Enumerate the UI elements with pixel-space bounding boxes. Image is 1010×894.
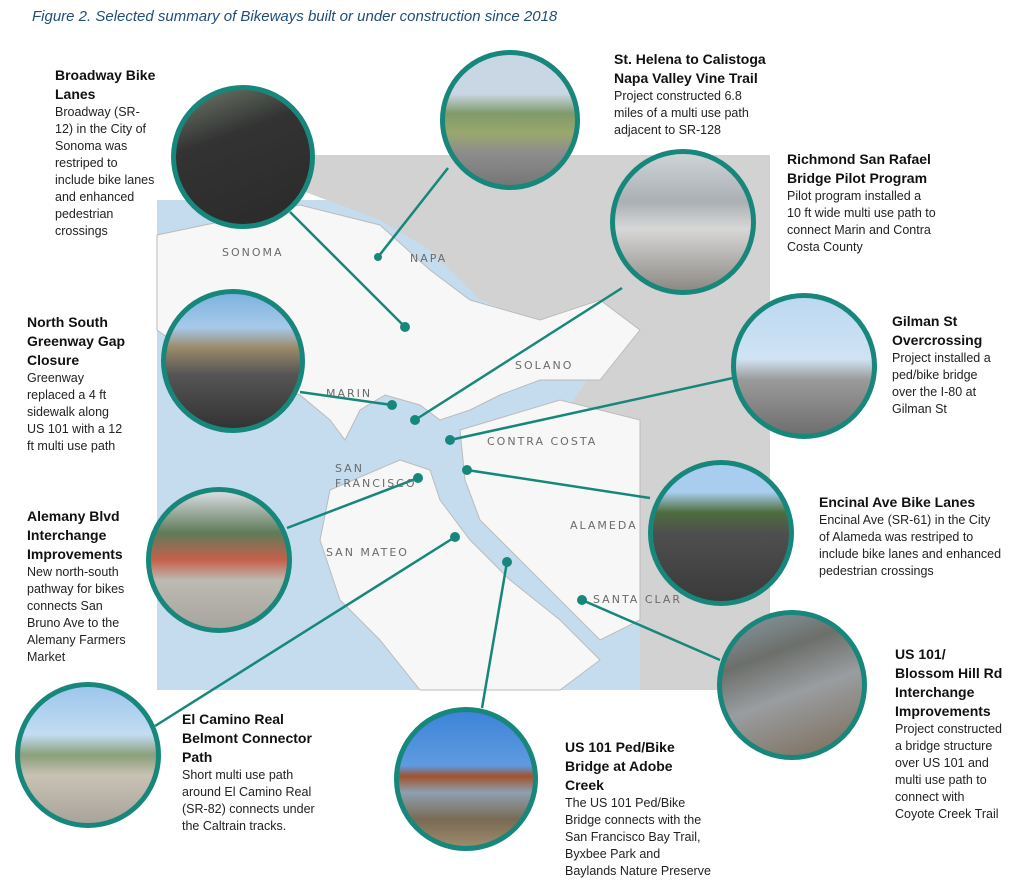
leader-line [299, 390, 393, 407]
peninsula-land [319, 459, 601, 691]
project-description: Broadway (SR-12) in the City of Sonoma w… [55, 105, 155, 238]
project-description: Encinal Ave (SR-61) in the City of Alame… [819, 513, 1002, 578]
project-marker [577, 595, 587, 605]
photo-el-camino [15, 682, 161, 828]
photo-vine-trail [440, 50, 580, 190]
leader-line [449, 376, 734, 442]
project-marker [374, 253, 382, 261]
project-description: New north-south pathway for bikes connec… [27, 565, 126, 664]
leader-line [154, 535, 456, 728]
project-title: US 101/ Blossom Hill Rd Interchange Impr… [895, 646, 1003, 719]
photo-broadway [171, 85, 315, 229]
figure-caption: Figure 2. Selected summary of Bikeways b… [32, 8, 558, 25]
project-encinal: Encinal Ave Bike Lanes Encinal Ave (SR-6… [819, 493, 1004, 580]
project-alemany: Alemany Blvd Interchange Improvements Ne… [27, 507, 139, 666]
leader-line [466, 468, 651, 500]
project-adobe-creek: US 101 Ped/Bike Bridge at Adobe Creek Th… [565, 738, 715, 880]
project-marker [502, 557, 512, 567]
project-marker [445, 435, 455, 445]
project-description: Project installed a ped/bike bridge over… [892, 351, 991, 416]
map-label-sonoma: SONOMA [222, 246, 284, 259]
leader-line [414, 286, 623, 422]
project-broadway: Broadway Bike Lanes Broadway (SR-12) in … [55, 66, 157, 240]
map-label-alameda: ALAMEDA [570, 519, 638, 532]
project-richmond: Richmond San Rafael Bridge Pilot Program… [787, 150, 937, 256]
project-description: Pilot program installed a 10 ft wide mul… [787, 189, 936, 254]
project-marker [400, 322, 410, 332]
map-label-francisco: FRANCISCO [335, 477, 417, 490]
project-blossom-hill: US 101/ Blossom Hill Rd Interchange Impr… [895, 645, 1007, 823]
map-label-solano: SOLANO [515, 359, 573, 372]
project-title: El Camino Real Belmont Connector Path [182, 711, 312, 765]
project-marker [450, 532, 460, 542]
map-label-marin: MARIN [326, 387, 372, 400]
leader-line [480, 561, 509, 709]
project-marker [410, 415, 420, 425]
leader-line [581, 598, 721, 662]
leader-line [286, 476, 419, 530]
map-label-san-mateo: SAN MATEO [326, 546, 409, 559]
project-description: Project constructed 6.8 miles of a multi… [614, 89, 749, 137]
leader-line [377, 167, 449, 258]
project-el-camino: El Camino Real Belmont Connector Path Sh… [182, 710, 332, 835]
project-title: Broadway Bike Lanes [55, 67, 156, 102]
leader-line [289, 211, 406, 328]
photo-greenway [161, 289, 305, 433]
photo-gilman [731, 293, 877, 439]
map-label-contra-costa: CONTRA COSTA [487, 435, 597, 448]
photo-blossom-hill [717, 610, 867, 760]
project-title: US 101 Ped/Bike Bridge at Adobe Creek [565, 739, 675, 793]
project-description: Short multi use path around El Camino Re… [182, 768, 315, 833]
project-description: Greenway replaced a 4 ft sidewalk along … [27, 371, 123, 453]
project-description: The US 101 Ped/Bike Bridge connects with… [565, 796, 711, 878]
photo-encinal [648, 460, 794, 606]
project-title: St. Helena to Calistoga Napa Valley Vine… [614, 51, 766, 86]
project-title: Richmond San Rafael Bridge Pilot Program [787, 151, 931, 186]
project-marker [413, 473, 423, 483]
project-title: North South Greenway Gap Closure [27, 314, 126, 368]
project-title: Alemany Blvd Interchange Improvements [27, 508, 123, 562]
map-label-santa-clara: SANTA CLAR [593, 593, 682, 606]
project-title: Gilman St Overcrossing [892, 313, 983, 348]
project-title: Encinal Ave Bike Lanes [819, 494, 976, 510]
map-label-napa: NAPA [410, 252, 447, 265]
photo-richmond-bridge [610, 149, 756, 295]
photo-alemany [146, 487, 292, 633]
map-label-san: SAN [335, 462, 364, 475]
project-greenway: North South Greenway Gap Closure Greenwa… [27, 313, 127, 455]
project-vine-trail: St. Helena to Calistoga Napa Valley Vine… [614, 50, 774, 139]
project-marker [387, 400, 397, 410]
project-description: Project constructed a bridge structure o… [895, 722, 1002, 821]
project-gilman: Gilman St Overcrossing Project installed… [892, 312, 992, 418]
east-bay-land [459, 399, 641, 641]
photo-adobe-creek [394, 707, 538, 851]
project-marker [462, 465, 472, 475]
